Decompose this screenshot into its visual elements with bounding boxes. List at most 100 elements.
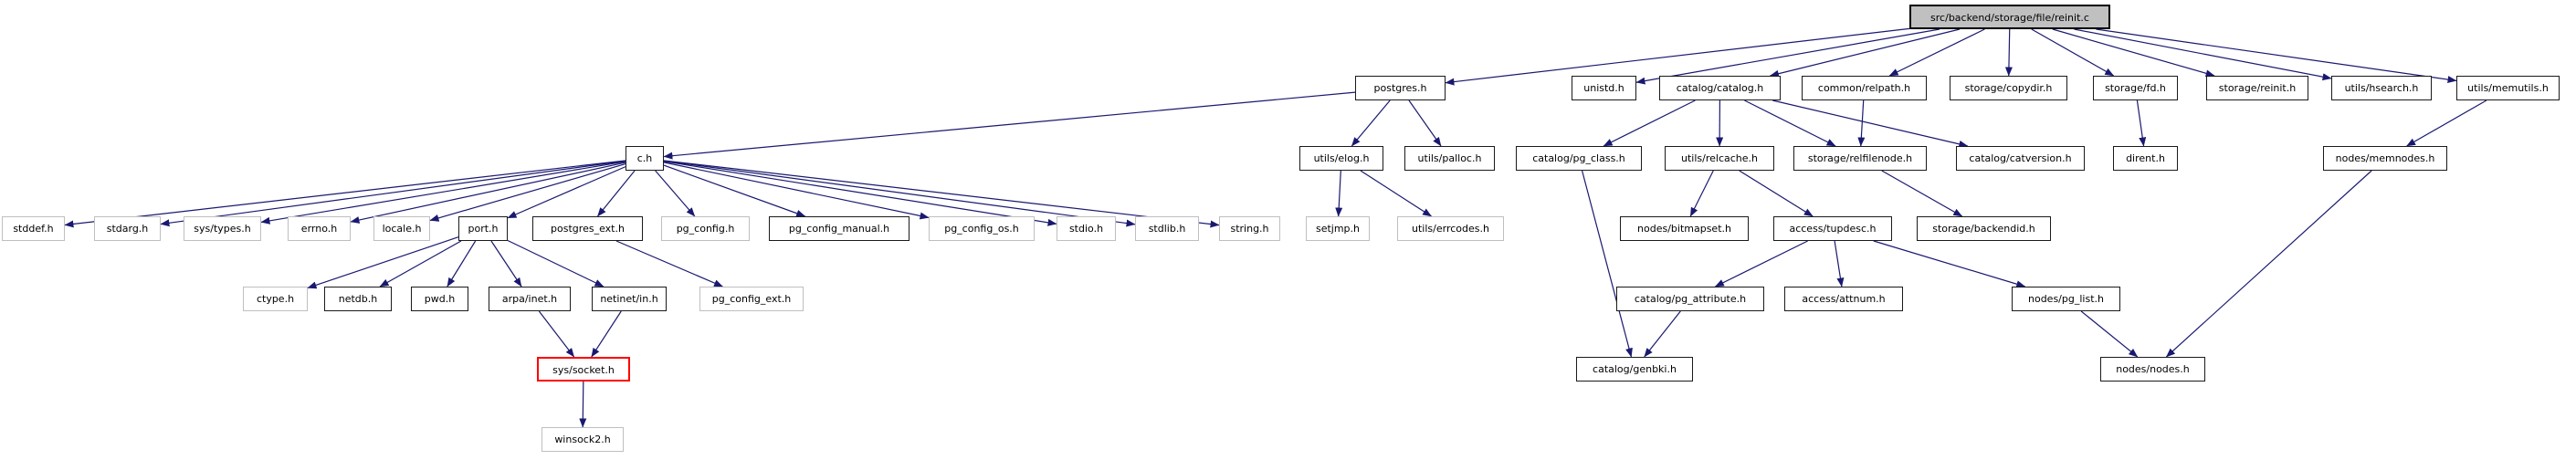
edge-utils-relcache-h-to-access-tupdesc-h xyxy=(1739,170,1814,217)
node-catalog-pg-class-h[interactable]: catalog/pg_class.h xyxy=(1516,146,1642,171)
edge-c-h-to-stdarg-h xyxy=(160,160,626,227)
node-pwd-h[interactable]: pwd.h xyxy=(411,287,468,311)
node-pg-config-manual-h[interactable]: pg_config_manual.h xyxy=(769,216,909,241)
node-access-tupdesc-h[interactable]: access/tupdesc.h xyxy=(1773,216,1892,241)
edge-access-tupdesc-h-to-access-attnum-h xyxy=(1834,240,1845,288)
node-stddef-h: stddef.h xyxy=(2,216,65,241)
node-ctype-h: ctype.h xyxy=(243,287,308,311)
edge-c-h-to-locale-h xyxy=(429,163,626,222)
node-catalog-genbki-h[interactable]: catalog/genbki.h xyxy=(1576,357,1693,382)
node-winsock2-h: winsock2.h xyxy=(541,427,624,452)
edge-nodes-pg-list-h-to-nodes-nodes-h xyxy=(2080,310,2139,358)
node-storage-backendid-h[interactable]: storage/backendid.h xyxy=(1917,216,2051,241)
edge-common-relpath-h-to-storage-relfilenode-h xyxy=(1857,99,1866,147)
node-c-h[interactable]: c.h xyxy=(626,146,664,171)
node-stdlib-h: stdlib.h xyxy=(1135,216,1199,241)
node-common-relpath-h[interactable]: common/relpath.h xyxy=(1802,76,1927,100)
edge-c-h-to-stdio-h xyxy=(663,161,1057,226)
edge-access-tupdesc-h-to-catalog-pg-attribute-h xyxy=(1714,240,1808,288)
node-nodes-bitmapset-h[interactable]: nodes/bitmapset.h xyxy=(1620,216,1749,241)
node-utils-memutils-h[interactable]: utils/memutils.h xyxy=(2456,76,2560,100)
node-dirent-h[interactable]: dirent.h xyxy=(2113,146,2178,171)
node-locale-h: locale.h xyxy=(373,216,430,241)
edge-reinit-c-to-catalog-catalog-h xyxy=(1769,28,1961,78)
edge-postgres-h-to-utils-palloc-h xyxy=(1408,99,1442,147)
edge-c-h-to-sys-types-h xyxy=(260,161,626,225)
edge-reinit-c-to-storage-reinit-h xyxy=(2052,28,2215,78)
node-netdb-h[interactable]: netdb.h xyxy=(324,287,392,311)
node-catalog-pg-attribute-h[interactable]: catalog/pg_attribute.h xyxy=(1616,287,1764,311)
node-nodes-nodes-h[interactable]: nodes/nodes.h xyxy=(2100,357,2205,382)
edge-c-h-to-pg-config-os-h xyxy=(663,162,930,220)
edge-c-h-to-port-h xyxy=(507,166,626,219)
node-utils-errcodes-h: utils/errcodes.h xyxy=(1397,216,1504,241)
edge-c-h-to-pg-config-h xyxy=(655,170,696,217)
edge-arpa-inet-h-to-sys-socket-h xyxy=(538,310,575,358)
edge-netinet-in-h-to-sys-socket-h xyxy=(591,310,622,358)
edge-c-h-to-errno-h xyxy=(350,162,626,224)
edge-access-tupdesc-h-to-nodes-pg-list-h xyxy=(1873,240,2026,288)
node-access-attnum-h[interactable]: access/attnum.h xyxy=(1784,287,1903,311)
edge-postgres-h-to-c-h xyxy=(663,91,1356,160)
node-setjmp-h: setjmp.h xyxy=(1306,216,1370,241)
node-string-h: string.h xyxy=(1219,216,1280,241)
node-stdio-h: stdio.h xyxy=(1057,216,1116,241)
node-utils-elog-h[interactable]: utils/elog.h xyxy=(1299,146,1383,171)
node-pg-config-ext-h: pg_config_ext.h xyxy=(699,287,804,311)
node-port-h[interactable]: port.h xyxy=(458,216,508,241)
node-pg-config-h: pg_config.h xyxy=(661,216,750,241)
edge-c-h-to-pg-config-manual-h xyxy=(663,164,806,217)
node-errno-h: errno.h xyxy=(288,216,351,241)
edge-postgres-h-to-utils-elog-h xyxy=(1351,99,1391,147)
edge-utils-elog-h-to-utils-errcodes-h xyxy=(1360,170,1432,217)
node-sys-socket-h[interactable]: sys/socket.h xyxy=(537,357,630,382)
edge-catalog-catalog-h-to-storage-relfilenode-h xyxy=(1744,99,1836,147)
node-utils-relcache-h[interactable]: utils/relcache.h xyxy=(1665,146,1774,171)
edge-catalog-catalog-h-to-catalog-pg-class-h xyxy=(1603,99,1696,147)
node-unistd-h[interactable]: unistd.h xyxy=(1572,76,1636,100)
edge-reinit-c-to-postgres-h xyxy=(1445,27,1910,86)
edge-storage-fd-h-to-dirent-h xyxy=(2136,99,2147,147)
edge-utils-memutils-h-to-nodes-memnodes-h xyxy=(2406,99,2487,147)
node-storage-reinit-h[interactable]: storage/reinit.h xyxy=(2206,76,2308,100)
edge-postgres-ext-h-to-pg-config-ext-h xyxy=(615,240,723,288)
node-nodes-memnodes-h[interactable]: nodes/memnodes.h xyxy=(2323,146,2447,171)
edge-c-h-to-stddef-h xyxy=(64,160,626,228)
edge-c-h-to-string-h xyxy=(663,160,1220,228)
edge-nodes-memnodes-h-to-nodes-nodes-h xyxy=(2165,170,2372,358)
edge-port-h-to-ctype-h xyxy=(307,236,459,289)
edge-port-h-to-netinet-in-h xyxy=(507,239,605,288)
node-arpa-inet-h[interactable]: arpa/inet.h xyxy=(489,287,571,311)
node-storage-fd-h[interactable]: storage/fd.h xyxy=(2093,76,2178,100)
edge-reinit-c-to-common-relpath-h xyxy=(1888,28,1985,77)
edge-utils-relcache-h-to-nodes-bitmapset-h xyxy=(1689,170,1714,217)
node-postgres-h[interactable]: postgres.h xyxy=(1355,76,1446,100)
node-catalog-catversion-h[interactable]: catalog/catversion.h xyxy=(1956,146,2085,171)
node-catalog-catalog-h[interactable]: catalog/catalog.h xyxy=(1659,76,1781,100)
node-netinet-in-h[interactable]: netinet/in.h xyxy=(592,287,667,311)
edge-storage-relfilenode-h-to-storage-backendid-h xyxy=(1881,170,1963,217)
node-pg-config-os-h: pg_config_os.h xyxy=(929,216,1035,241)
node-storage-copydir-h[interactable]: storage/copydir.h xyxy=(1950,76,2067,100)
edge-port-h-to-pwd-h xyxy=(447,240,477,288)
node-utils-hsearch-h[interactable]: utils/hsearch.h xyxy=(2331,76,2432,100)
edge-reinit-c-to-utils-memutils-h xyxy=(2096,28,2457,84)
edge-port-h-to-arpa-inet-h xyxy=(490,240,522,288)
edge-reinit-c-to-unistd-h xyxy=(1635,28,1940,85)
edge-catalog-pg-class-h-to-catalog-genbki-h xyxy=(1581,170,1633,358)
edge-reinit-c-to-storage-copydir-h xyxy=(2004,28,2013,77)
node-postgres-ext-h[interactable]: postgres_ext.h xyxy=(532,216,643,241)
edge-c-h-to-postgres-ext-h xyxy=(596,170,636,217)
node-storage-relfilenode-h[interactable]: storage/relfilenode.h xyxy=(1793,146,1927,171)
edge-catalog-catalog-h-to-catalog-catversion-h xyxy=(1772,99,1969,148)
edge-reinit-c-to-utils-hsearch-h xyxy=(2074,28,2332,81)
edge-port-h-to-netdb-h xyxy=(379,240,462,288)
edge-sys-socket-h-to-winsock2-h xyxy=(579,381,587,428)
edge-utils-elog-h-to-setjmp-h xyxy=(1335,170,1343,217)
node-reinit-c: src/backend/storage/file/reinit.c xyxy=(1909,5,2110,29)
node-nodes-pg-list-h[interactable]: nodes/pg_list.h xyxy=(2012,287,2120,311)
edge-catalog-pg-attribute-h-to-catalog-genbki-h xyxy=(1644,310,1681,358)
node-utils-palloc-h[interactable]: utils/palloc.h xyxy=(1404,146,1495,171)
